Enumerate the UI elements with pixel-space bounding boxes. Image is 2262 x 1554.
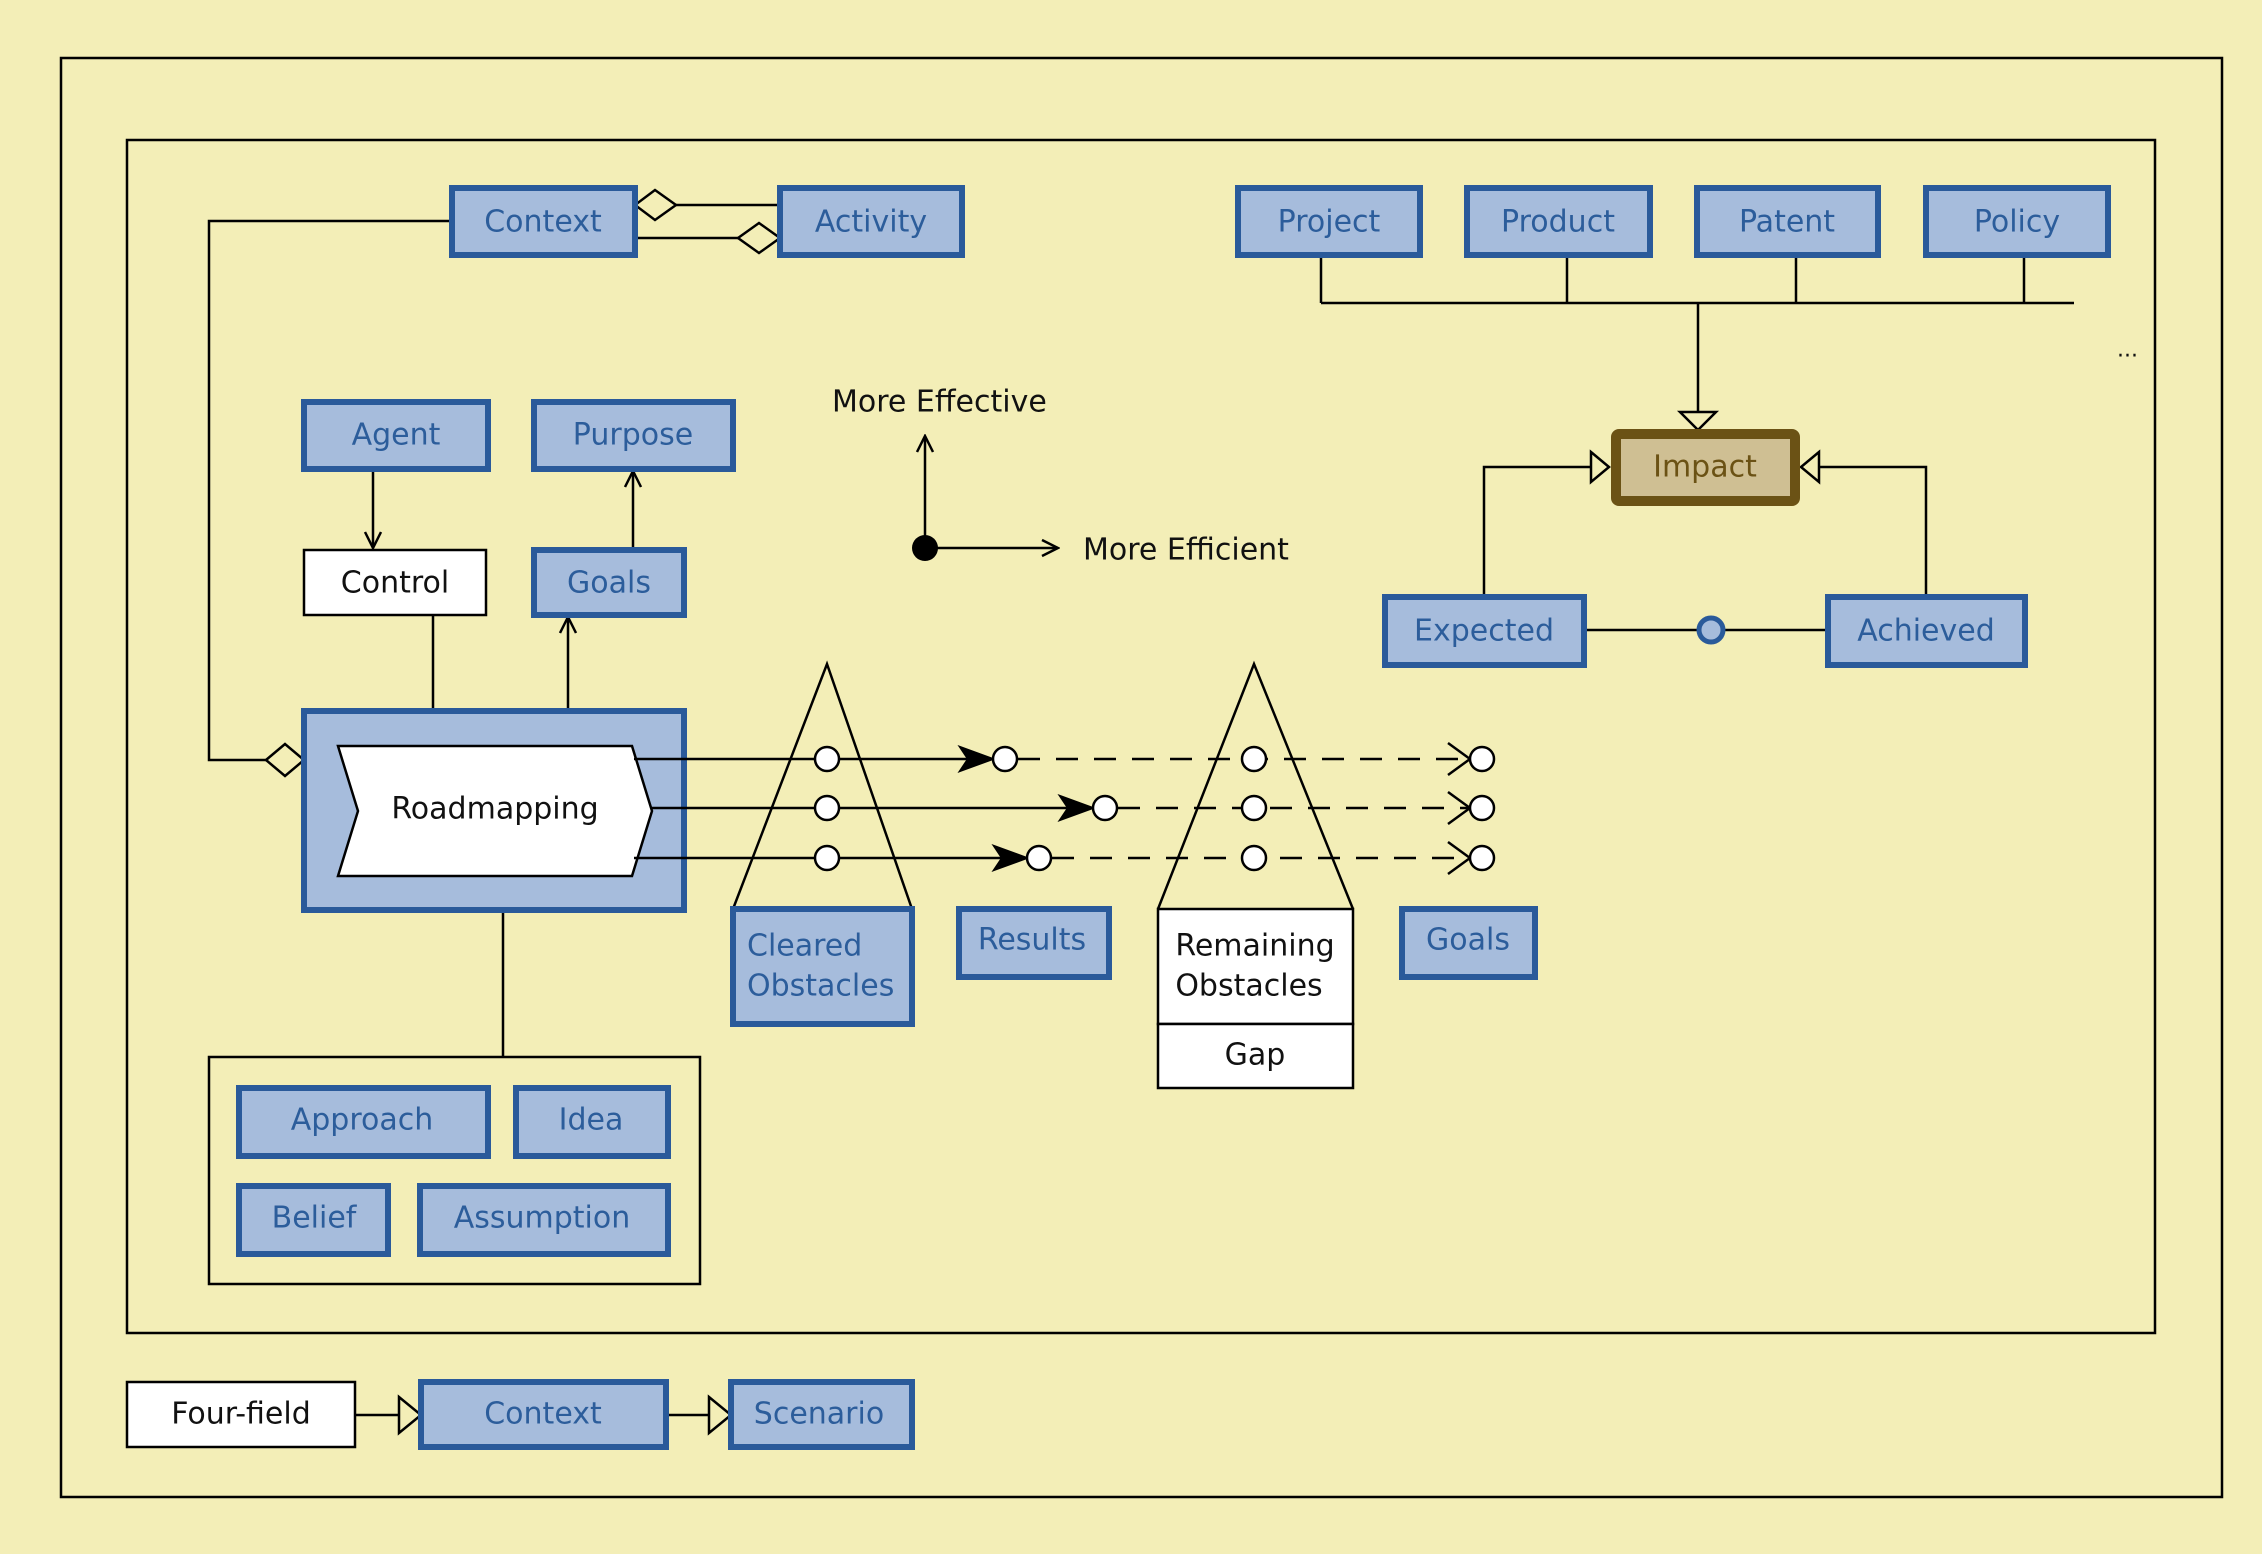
milestone-circle-icon xyxy=(1240,745,1268,773)
node-approach[interactable]: Approach xyxy=(236,1085,491,1159)
remaining-obstacles-triangle xyxy=(1156,660,1355,910)
node-expected[interactable]: Expected xyxy=(1382,594,1587,668)
node-label: Gap xyxy=(1225,1038,1286,1073)
milestone-circle-icon xyxy=(1240,844,1268,872)
expected-achieved-links xyxy=(1482,449,1928,645)
node-label: Assumption xyxy=(454,1201,631,1236)
effectiveness-efficiency-axes: More Effective More Efficient xyxy=(832,385,1289,568)
node-impact[interactable]: Impact xyxy=(1611,429,1800,506)
node-assumption[interactable]: Assumption xyxy=(417,1183,671,1257)
node-scenario[interactable]: Scenario xyxy=(728,1379,915,1450)
outer-frame xyxy=(59,56,2224,1499)
node-label: Four-field xyxy=(171,1397,311,1432)
result-circle-icon xyxy=(991,745,1019,773)
node-label-line1: Cleared xyxy=(747,929,862,964)
node-belief[interactable]: Belief xyxy=(236,1183,391,1257)
node-label-line2: Obstacles xyxy=(747,969,894,1004)
milestone-circle-icon xyxy=(1240,794,1268,822)
trajectories xyxy=(634,741,1496,876)
generalization-arrow-icon xyxy=(1676,410,1720,432)
node-label: Belief xyxy=(272,1201,358,1236)
node-goals-left[interactable]: Goals xyxy=(531,547,687,618)
milestone-circle-icon xyxy=(813,844,841,872)
generalization-arrow-icon xyxy=(397,1394,423,1436)
node-label: Activity xyxy=(815,205,927,240)
node-label: Agent xyxy=(352,418,441,453)
more-efficient-label: More Efficient xyxy=(1083,533,1289,568)
node-label: Context xyxy=(484,1397,602,1432)
node-label: Results xyxy=(978,923,1086,958)
node-four-field[interactable]: Four-field xyxy=(125,1380,357,1449)
milestone-circle-icon xyxy=(813,745,841,773)
node-activity[interactable]: Activity xyxy=(777,185,965,258)
goal-circle-icon xyxy=(1468,844,1496,872)
node-context-bottom[interactable]: Context xyxy=(418,1379,669,1450)
node-label: Scenario xyxy=(754,1397,884,1432)
inner-frame xyxy=(125,138,2157,1335)
node-agent[interactable]: Agent xyxy=(301,399,491,472)
node-label: Idea xyxy=(559,1103,624,1138)
generalization-arrow-icon xyxy=(707,1394,733,1436)
result-circle-icon xyxy=(1025,844,1053,872)
context-activity-aggregations xyxy=(632,188,783,255)
arrowhead-icon xyxy=(1057,794,1096,822)
generalization-arrow-icon xyxy=(1799,449,1821,485)
node-label: Context xyxy=(484,205,602,240)
node-cleared-obstacles[interactable]: Cleared Obstacles xyxy=(730,906,915,1027)
node-roadmapping[interactable]: Roadmapping xyxy=(301,708,687,913)
node-project[interactable]: Project xyxy=(1235,185,1423,258)
node-product[interactable]: Product xyxy=(1464,185,1653,258)
node-purpose[interactable]: Purpose xyxy=(531,399,736,472)
node-idea[interactable]: Idea xyxy=(513,1085,671,1159)
goal-circle-icon xyxy=(1468,745,1496,773)
node-label: Purpose xyxy=(573,418,693,453)
arrowhead-icon xyxy=(957,745,996,773)
node-label: Policy xyxy=(1974,205,2060,240)
goal-circle-icon xyxy=(1468,794,1496,822)
generalization-arrow-icon xyxy=(1589,449,1611,485)
node-label: Impact xyxy=(1653,450,1757,485)
node-gap[interactable]: Gap xyxy=(1156,1022,1355,1090)
node-remaining-obstacles[interactable]: Remaining Obstacles xyxy=(1156,907,1355,1026)
result-circle-icon xyxy=(1091,794,1119,822)
node-context-top[interactable]: Context xyxy=(449,185,638,258)
association-circle-icon xyxy=(1696,615,1726,645)
node-control[interactable]: Control xyxy=(302,548,488,617)
aggregation-diamond-icon xyxy=(632,188,679,222)
cleared-obstacles-triangle xyxy=(731,660,914,910)
node-label: Achieved xyxy=(1857,614,1995,649)
node-policy[interactable]: Policy xyxy=(1923,185,2111,258)
node-label: Product xyxy=(1501,205,1615,240)
more-effective-label: More Effective xyxy=(832,385,1047,420)
node-label-line2: Obstacles xyxy=(1175,969,1322,1004)
node-results[interactable]: Results xyxy=(956,906,1112,980)
node-label: Goals xyxy=(567,566,651,601)
node-label-line1: Remaining xyxy=(1175,929,1334,964)
impact-sources-bus xyxy=(1319,255,2074,432)
node-label: Project xyxy=(1278,205,1381,240)
node-label: Patent xyxy=(1739,205,1835,240)
node-goals-right[interactable]: Goals xyxy=(1399,906,1538,980)
origin-dot-icon xyxy=(912,535,938,561)
node-label: Expected xyxy=(1414,614,1554,649)
node-label: Roadmapping xyxy=(391,792,598,827)
ellipsis-label: ... xyxy=(2117,338,2138,363)
node-achieved[interactable]: Achieved xyxy=(1825,594,2028,668)
knowledge-group-frame xyxy=(207,1055,702,1286)
roadmapping-process-shape xyxy=(336,744,654,878)
milestone-circle-icon xyxy=(813,794,841,822)
arrowhead-icon xyxy=(991,844,1030,872)
bottom-chain-links xyxy=(355,1394,733,1436)
node-patent[interactable]: Patent xyxy=(1694,185,1881,258)
node-label: Goals xyxy=(1426,923,1510,958)
node-label: Approach xyxy=(291,1103,434,1138)
node-label: Control xyxy=(341,566,449,601)
